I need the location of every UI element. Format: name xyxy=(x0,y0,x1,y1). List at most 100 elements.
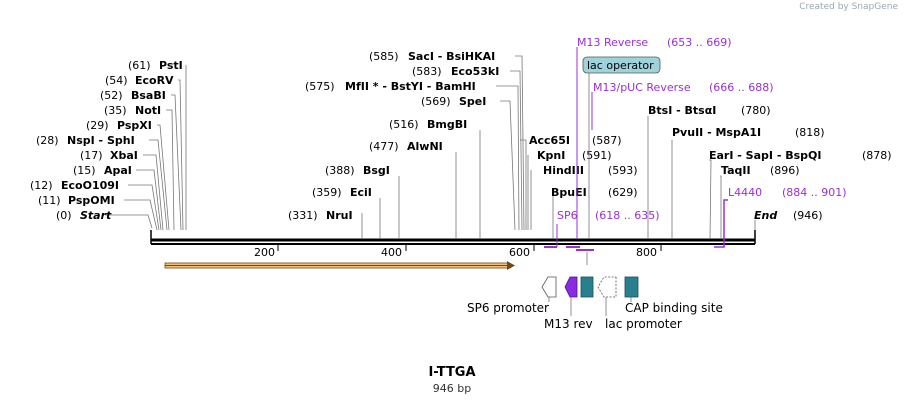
site-pos: (780) xyxy=(741,104,771,117)
site-name: BsaBI xyxy=(131,89,166,102)
site-name: BtsI - BtsαI xyxy=(648,104,716,117)
lac-operator-box xyxy=(582,56,661,74)
primer-m13-reverse-range: (653 .. 669) xyxy=(667,36,732,49)
site-pos: (818) xyxy=(795,126,825,139)
site-line xyxy=(149,139,168,231)
site-pos: (583) xyxy=(412,65,442,78)
map-length: 946 bp xyxy=(432,382,472,395)
ruler-label: 600 xyxy=(509,246,530,259)
lac-promoter-label: lac promoter xyxy=(605,317,682,331)
site-line xyxy=(166,109,175,231)
site-line xyxy=(709,159,712,240)
site-pos: (12) xyxy=(30,179,53,192)
site-pos: (896) xyxy=(770,164,800,177)
ruler-label: 800 xyxy=(636,246,657,259)
site-end-label: End xyxy=(754,209,777,222)
site-pos: (593) xyxy=(608,164,638,177)
site-line xyxy=(105,214,153,229)
site-name: EarI - SapI - BspQI xyxy=(709,149,821,162)
site-name: MfII * - BstYI - BamHI xyxy=(345,80,476,93)
site-name: SpeI xyxy=(459,95,486,108)
primer-l4440-line xyxy=(714,199,728,248)
site-pos: (359) xyxy=(312,186,342,199)
site-line xyxy=(720,175,722,239)
site-pos: (388) xyxy=(325,164,355,177)
site-pos: (878) xyxy=(862,149,892,162)
site-pos: (52) xyxy=(100,89,123,102)
site-pos: (331) xyxy=(288,209,318,222)
site-name: BpuEI xyxy=(551,186,587,199)
site-name: EcoRV xyxy=(135,74,174,87)
site-name: NruI xyxy=(326,209,353,222)
primer-m13-puc-range: (666 .. 688) xyxy=(709,81,774,94)
site-line xyxy=(510,70,523,231)
site-name: EcoO109I xyxy=(61,179,119,192)
site-pos: (587) xyxy=(592,134,622,147)
site-pos: (591) xyxy=(582,149,612,162)
site-name: PvuII - MspA1I xyxy=(672,126,761,139)
site-line xyxy=(171,94,182,231)
site-name: AlwNI xyxy=(407,140,443,153)
site-pos: (17) xyxy=(80,149,103,162)
site-pos: (15) xyxy=(73,164,96,177)
primer-l4440-label[interactable]: L4440 xyxy=(728,186,762,199)
m13-rev-arrow[interactable] xyxy=(564,276,578,298)
site-name: NspI - SphI xyxy=(67,134,135,147)
primer-l4440-range: (884 .. 901) xyxy=(782,186,847,199)
site-name: NotI xyxy=(135,104,161,117)
primers: M13 Reverse (653 .. 669) M13/pUC Reverse… xyxy=(544,36,847,251)
site-pos: (477) xyxy=(369,140,399,153)
site-name: PspOMI xyxy=(68,194,115,207)
lac-promoter-arrow[interactable] xyxy=(597,276,617,298)
primer-sp6-label[interactable]: SP6 xyxy=(557,209,578,222)
site-line xyxy=(136,169,162,231)
site-pos: (629) xyxy=(608,186,638,199)
cap-site-glyph[interactable] xyxy=(624,276,639,298)
site-labels-left: (0) Start (11) PspOMI (12) EcoO109I (15)… xyxy=(30,59,183,222)
site-line xyxy=(178,79,184,231)
ruler: 200 400 600 800 xyxy=(254,245,662,259)
sp6-promoter-arrow[interactable] xyxy=(541,276,557,298)
lac-operator-feature[interactable]: lac operator xyxy=(582,56,661,239)
site-pos: (54) xyxy=(105,74,128,87)
site-line xyxy=(128,184,160,231)
primer-m13-puc-label[interactable]: M13/pUC Reverse xyxy=(593,81,691,94)
site-line xyxy=(157,124,170,231)
site-line xyxy=(143,154,164,231)
cap-site-label: CAP binding site xyxy=(625,301,723,315)
snapgene-credit: Created by SnapGene xyxy=(799,2,898,12)
site-pos: (946) xyxy=(793,209,823,222)
site-pos: (0) xyxy=(56,209,72,222)
map-title: I-TTGA xyxy=(428,365,476,380)
site-name: ApaI xyxy=(104,164,132,177)
lac-operator-glyph[interactable] xyxy=(580,276,594,298)
site-pos: (569) xyxy=(421,95,451,108)
site-pos: (516) xyxy=(389,118,419,131)
sp6-promoter-label: SP6 promoter xyxy=(467,301,549,315)
m13-rev-label: M13 rev xyxy=(544,317,593,331)
primer-m13-reverse-label[interactable]: M13 Reverse xyxy=(577,36,648,49)
site-name: PstI xyxy=(159,59,183,72)
site-pos: (35) xyxy=(104,104,127,117)
site-name: TaqII xyxy=(721,164,751,177)
site-name: BmgBI xyxy=(427,118,467,131)
site-line xyxy=(496,85,520,231)
site-start-label: Start xyxy=(80,209,112,222)
site-line xyxy=(500,100,516,231)
orf-arrow[interactable] xyxy=(164,261,515,270)
site-pos: (28) xyxy=(36,134,59,147)
orf-arrowhead xyxy=(507,261,515,270)
ruler-label: 400 xyxy=(381,246,402,259)
features: SP6 promoter M13 rev lac promoter CAP bi… xyxy=(467,252,723,331)
site-name: Acc65I xyxy=(529,134,570,147)
site-name: KpnI xyxy=(537,149,565,162)
ruler-label: 200 xyxy=(254,246,275,259)
site-line xyxy=(124,199,158,231)
primer-sp6-range: (618 .. 635) xyxy=(595,209,660,222)
lac-operator-label: lac operator xyxy=(587,59,654,72)
site-name: BsgI xyxy=(363,164,390,177)
site-pos: (61) xyxy=(128,59,151,72)
site-name: HindIII xyxy=(543,164,584,177)
site-line xyxy=(520,139,527,230)
